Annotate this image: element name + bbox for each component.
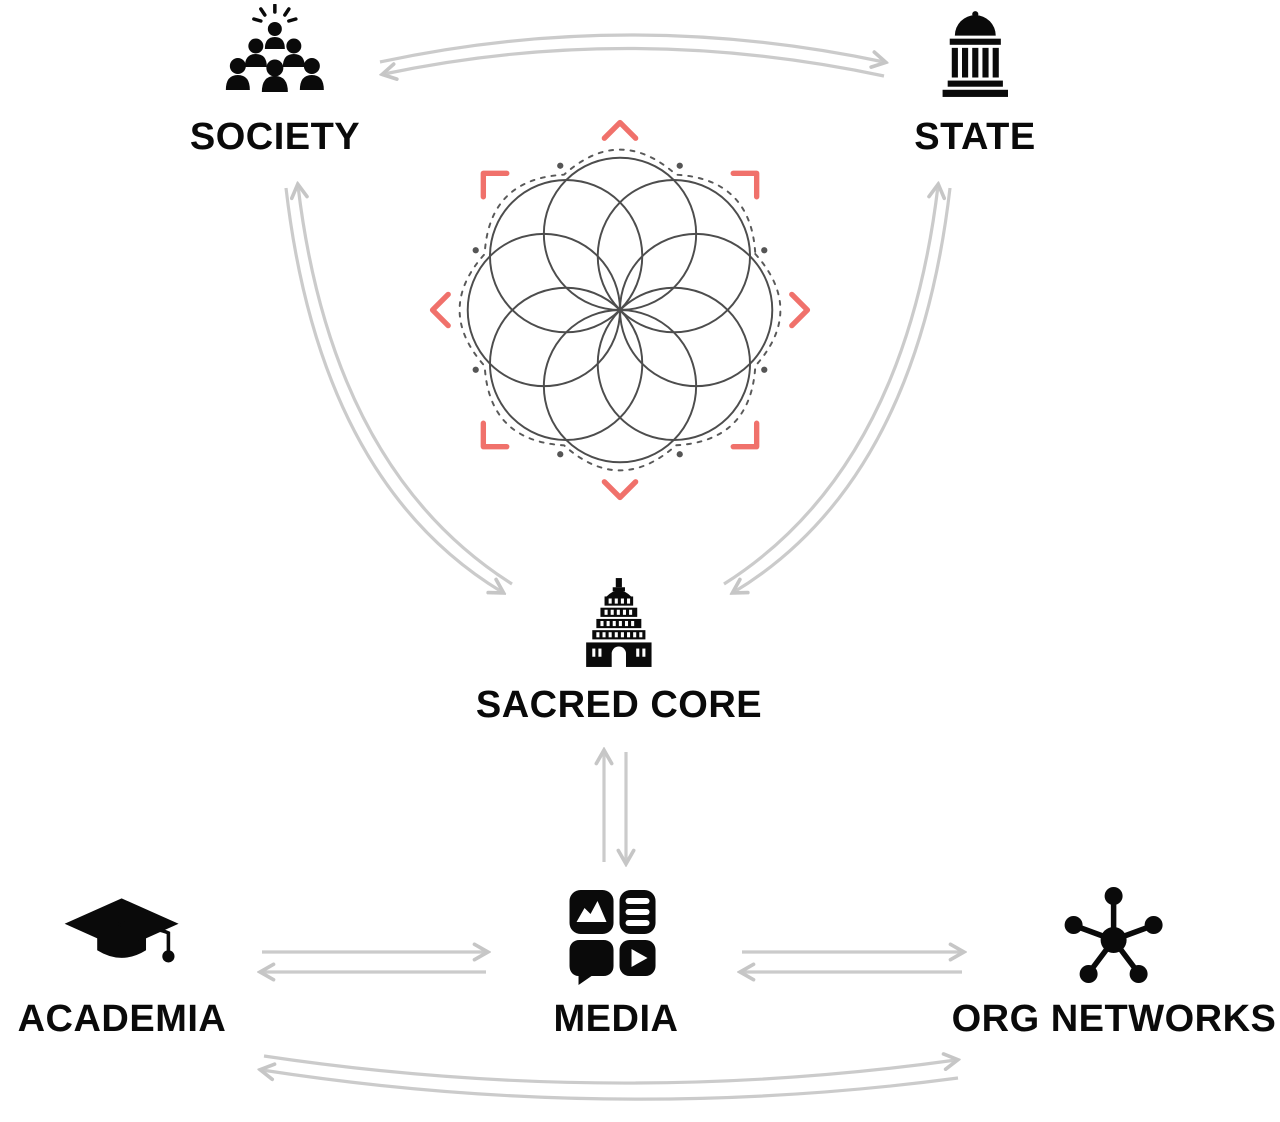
- arrow-academia-orgnetworks: [262, 1056, 958, 1101]
- mandala-graphic: [429, 119, 811, 501]
- node-label-state: STATE: [914, 116, 1036, 158]
- node-academia: ACADEMIA: [18, 886, 227, 1041]
- society-crowd-icon: [219, 4, 331, 104]
- graduation-cap-icon: [63, 886, 181, 986]
- node-label-org-networks: ORG NETWORKS: [951, 998, 1277, 1040]
- mandala-dashed-outline: [458, 148, 782, 472]
- corner-brackets: [480, 170, 760, 450]
- node-label-media: MEDIA: [553, 998, 679, 1040]
- arrow-sacredcore-media: [604, 752, 626, 862]
- node-sacred-core: SACRED CORE: [476, 572, 762, 727]
- mandala-dots: [472, 162, 768, 458]
- arrow-society-state: [380, 33, 884, 76]
- node-label-sacred-core: SACRED CORE: [475, 684, 763, 726]
- government-building-icon: [929, 4, 1021, 104]
- mandala-flower-circles: [466, 156, 774, 464]
- arrow-state-sacredcore: [723, 186, 952, 592]
- node-media: MEDIA: [554, 886, 679, 1041]
- network-hub-icon: [1062, 886, 1167, 986]
- chevron-markers: [429, 119, 811, 501]
- node-org-networks: ORG NETWORKS: [952, 886, 1277, 1041]
- node-label-society: SOCIETY: [189, 116, 361, 158]
- arrow-academia-media: [262, 952, 486, 972]
- node-state: STATE: [914, 4, 1035, 159]
- media-grid-icon: [568, 886, 664, 986]
- arrow-media-orgnetworks: [742, 952, 962, 972]
- node-label-academia: ACADEMIA: [17, 998, 227, 1040]
- arrow-society-sacredcore: [284, 186, 513, 592]
- temple-icon: [578, 572, 660, 672]
- node-society: SOCIETY: [190, 4, 360, 159]
